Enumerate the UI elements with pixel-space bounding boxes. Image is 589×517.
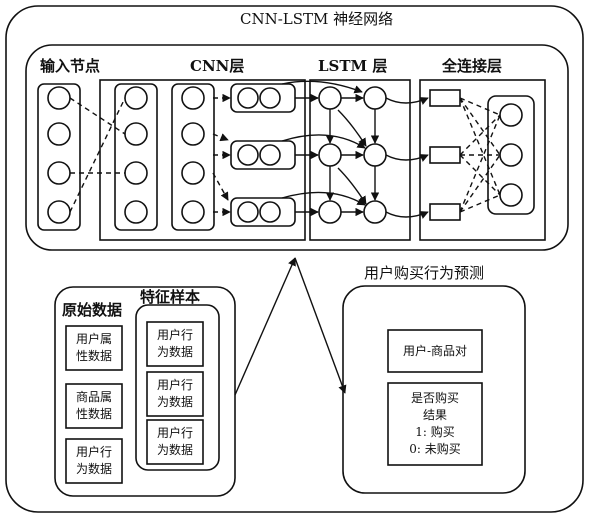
cnn-node — [124, 200, 148, 224]
fc-unit — [429, 89, 461, 107]
cnn-column-2-frame — [171, 83, 215, 231]
lstm-node-a — [318, 143, 342, 167]
lstm-cross-curve — [337, 167, 367, 205]
fc-to-output-link — [459, 97, 501, 156]
raw-data-frame — [54, 286, 236, 497]
lstm-node-a — [318, 200, 342, 224]
pool-node — [237, 201, 259, 223]
user-product-pair-box: 用户-商品对 — [402, 343, 468, 358]
feature-box-1-border — [146, 321, 204, 367]
fc-to-output-link — [459, 114, 501, 156]
output-node — [499, 143, 523, 167]
lstm-cross-curve — [337, 109, 367, 147]
cnn-node — [124, 86, 148, 110]
diagram-title: CNN-LSTM 神经网络 — [240, 10, 394, 28]
input-node — [47, 161, 71, 185]
feature-samples-frame — [135, 304, 220, 471]
lstm-node-b — [363, 200, 387, 224]
pool-node — [259, 87, 281, 109]
lstm-node-b — [363, 86, 387, 110]
input-layer-label: 输入节点 — [40, 57, 101, 75]
pool-node — [237, 144, 259, 166]
pool-node — [237, 87, 259, 109]
fc-to-output-link — [459, 154, 501, 213]
lstm-recurrent-curve — [281, 191, 366, 206]
raw-to-network-arrow — [234, 257, 296, 396]
feature-samples-title: 特征样本 — [140, 288, 201, 306]
lstm-layer-label: LSTM 层 — [318, 57, 388, 75]
network-to-prediction-arrow — [294, 257, 347, 394]
cnn-to-pool-arrow — [212, 172, 229, 201]
pair-box-border — [387, 329, 483, 373]
lstm-to-fc-arrow — [385, 154, 429, 162]
fc-unit — [429, 203, 461, 221]
lstm-node-b — [363, 143, 387, 167]
network-frame — [25, 44, 569, 251]
pool-node — [259, 144, 281, 166]
fc-to-output-link — [459, 194, 501, 213]
cnn-node — [181, 122, 205, 146]
feature-sample-box-1: 用户行 为数据 — [156, 328, 193, 359]
outer-frame — [5, 5, 584, 513]
lstm-to-fc-arrow — [385, 211, 429, 219]
result-box-border — [387, 382, 483, 466]
cnn-to-pool-arrow — [212, 133, 229, 142]
output-node — [499, 183, 523, 207]
feature-sample-box-3: 用户行 为数据 — [156, 426, 193, 457]
cnn-layer-label: CNN层 — [190, 57, 245, 75]
cnn-column-1-frame — [114, 83, 158, 231]
cnn-node — [124, 122, 148, 146]
lstm-recurrent-curve — [281, 134, 366, 149]
fc-layer-label: 全连接层 — [442, 57, 503, 75]
feature-sample-box-2: 用户行 为数据 — [156, 378, 193, 409]
feature-box-2-border — [146, 371, 204, 417]
input-to-cnn-link — [69, 97, 126, 213]
prediction-title: 用户购买行为预测 — [364, 264, 485, 282]
output-node — [499, 103, 523, 127]
lstm-node-a — [318, 86, 342, 110]
cnn-frame — [99, 79, 306, 241]
raw-product-attr-box: 商品属 性数据 — [75, 390, 112, 421]
raw-data-title: 原始数据 — [62, 301, 123, 319]
raw-box-2-border — [65, 383, 123, 429]
input-column-frame — [37, 83, 81, 231]
fc-to-output-link — [459, 154, 501, 196]
fc-to-output-link — [459, 97, 501, 116]
cnn-node — [181, 161, 205, 185]
input-node — [47, 200, 71, 224]
raw-box-3-border — [65, 438, 123, 484]
lstm-to-fc-arrow — [385, 97, 429, 105]
input-to-cnn-link — [69, 97, 126, 135]
raw-user-behavior-box: 用户行 为数据 — [75, 445, 112, 476]
raw-user-attr-box: 用户属 性数据 — [75, 332, 112, 363]
input-node — [47, 122, 71, 146]
lstm-recurrent-curve — [281, 80, 363, 94]
fc-unit — [429, 146, 461, 164]
cnn-node — [181, 86, 205, 110]
cnn-node — [124, 161, 148, 185]
cnn-node — [181, 200, 205, 224]
input-node — [47, 86, 71, 110]
pool-node — [259, 201, 281, 223]
feature-box-3-border — [146, 419, 204, 465]
purchase-result-box: 是否购买 结果 1: 购买 0: 未购买 — [409, 391, 461, 456]
raw-box-1-border — [65, 325, 123, 371]
